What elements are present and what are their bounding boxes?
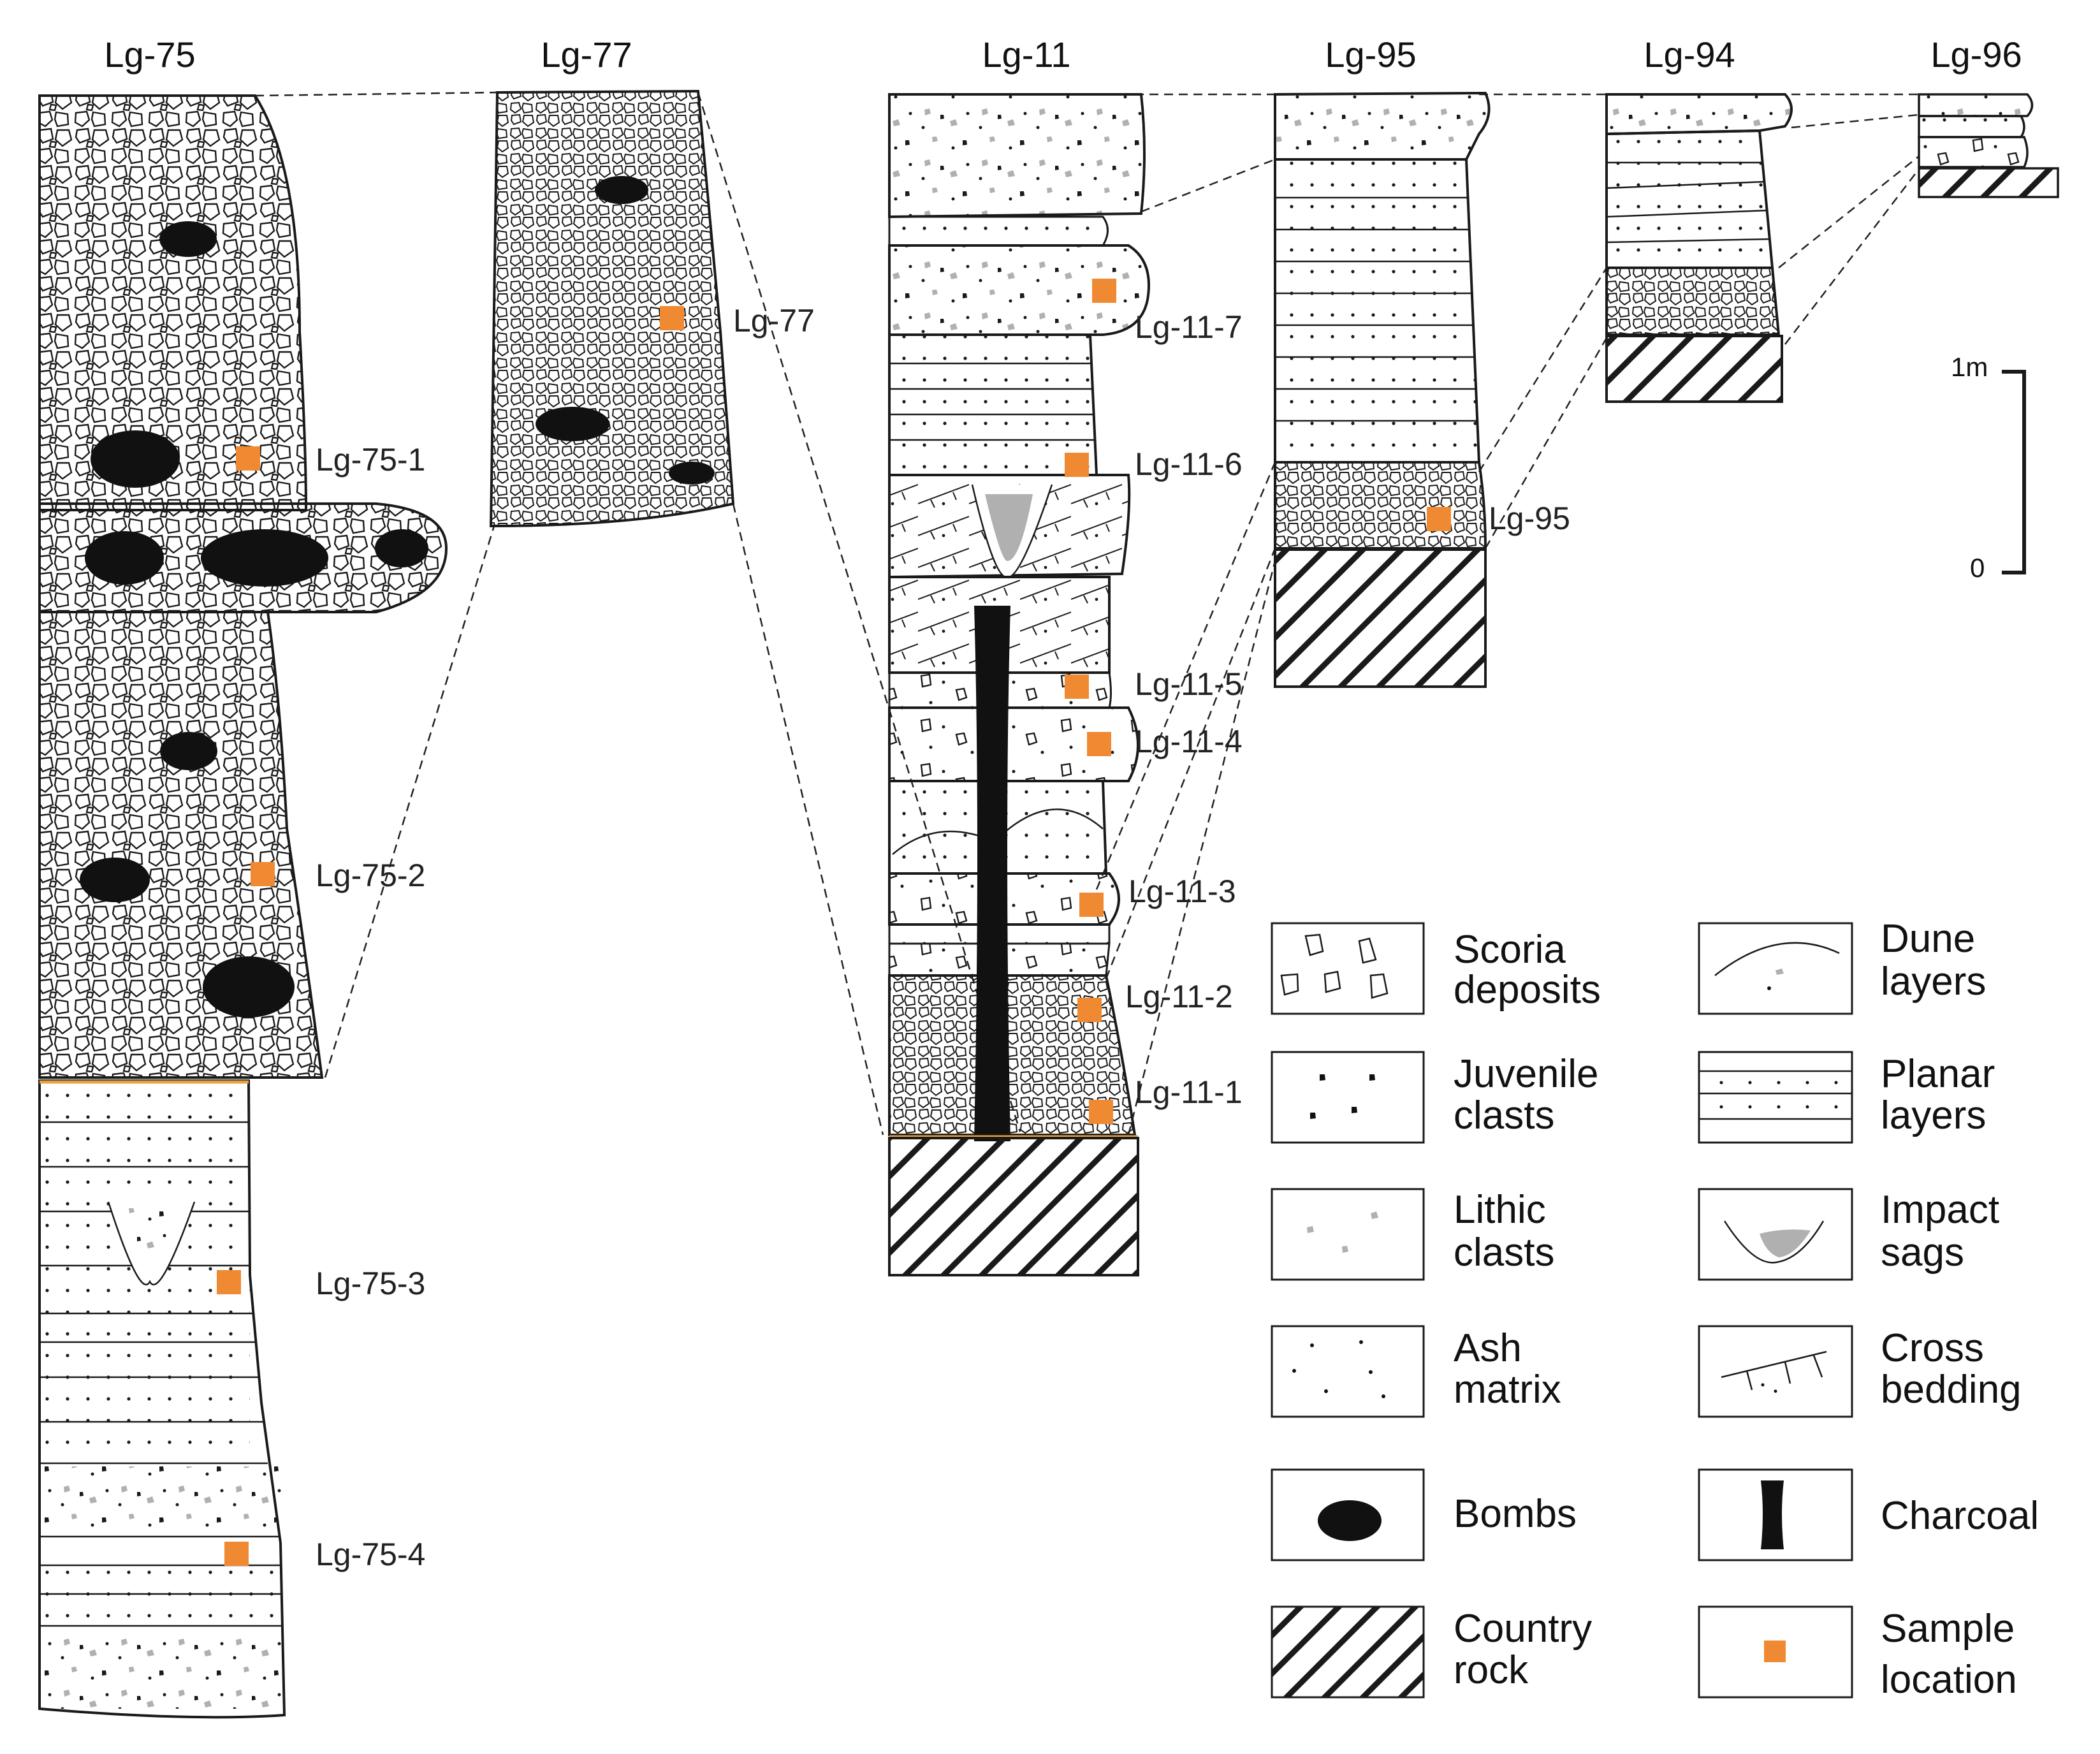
charcoal-icon: [1761, 1480, 1784, 1549]
legend-item-scoria: Scoria deposits: [1271, 922, 1601, 1015]
sample-marker: [1764, 1641, 1786, 1662]
lg-94-country-rock: [1605, 335, 1783, 403]
bomb-icon: [1318, 1500, 1382, 1541]
column-title-lg-11: Lg-11: [982, 34, 1070, 75]
legend-item-country-rock: Country rock: [1271, 1605, 1592, 1699]
legend-item-planar: Planar layers: [1698, 1051, 1995, 1144]
legend-label: matrix: [1454, 1368, 1561, 1412]
column-lg-77: [489, 89, 735, 528]
legend-label: sags: [1881, 1231, 1964, 1275]
column-lg-94: [1605, 93, 1793, 403]
sample-label: Lg-11-5: [1135, 666, 1243, 702]
sample-label: Lg-95: [1489, 501, 1570, 536]
sample-marker: [1092, 279, 1116, 303]
lg-75-upper-scoria-layer: [38, 94, 308, 511]
sample-label: Lg-75-1: [316, 442, 425, 478]
legend-label: clasts: [1454, 1093, 1554, 1137]
column-lg-96: [1918, 93, 2059, 198]
column-title-lg-94: Lg-94: [1644, 34, 1735, 75]
column-title-lg-75: Lg-75: [104, 34, 195, 75]
sample-label: Lg-11-7: [1135, 309, 1243, 345]
sample-markers: [217, 279, 1451, 1566]
column-title-lg-95: Lg-95: [1325, 34, 1416, 75]
sample-marker: [1077, 998, 1102, 1022]
legend-label: Planar: [1881, 1052, 1995, 1096]
lg-96-country-rock: [1918, 167, 2059, 198]
legend-label: Country: [1454, 1607, 1592, 1651]
sample-label: Lg-11-3: [1128, 873, 1236, 909]
legend-label: Bombs: [1454, 1492, 1577, 1536]
legend-label: rock: [1454, 1648, 1529, 1692]
sample-label: Lg-11-1: [1135, 1074, 1243, 1110]
scale-bar: 1m 0: [1951, 352, 2026, 583]
bomb-icon: [536, 176, 715, 485]
scale-label-top: 1m: [1951, 352, 1988, 382]
column-title-lg-77: Lg-77: [541, 34, 632, 75]
sample-marker: [1065, 675, 1089, 699]
legend-item-sample: Sample location: [1698, 1605, 2017, 1702]
legend-item-ash: Ash matrix: [1271, 1325, 1561, 1418]
sample-label: Lg-11-6: [1135, 446, 1243, 482]
sample-label: Lg-77: [733, 303, 815, 339]
sample-label: Lg-11-2: [1125, 979, 1233, 1014]
sample-marker: [660, 306, 684, 330]
sample-marker: [1087, 732, 1111, 756]
charcoal-icon: [974, 606, 1010, 1141]
legend-item-lithic: Lithic clasts: [1271, 1188, 1554, 1281]
legend-label: layers: [1881, 960, 1986, 1004]
legend-label: Ash: [1454, 1326, 1522, 1370]
sample-marker: [251, 862, 275, 886]
legend-label: Cross: [1881, 1326, 1984, 1370]
legend-label: deposits: [1454, 968, 1601, 1012]
legend-item-impact: Impact sags: [1698, 1188, 1999, 1281]
sample-marker: [1089, 1100, 1113, 1124]
legend-item-cross: Cross bedding: [1698, 1325, 2022, 1418]
legend-label: Scoria: [1454, 928, 1566, 972]
legend-label: layers: [1881, 1093, 1986, 1137]
scale-label-bottom: 0: [1970, 553, 1985, 583]
lg-95-country-rock: [1274, 548, 1487, 688]
legend-item-dune: Dune layers: [1698, 917, 1986, 1015]
sample-marker: [1079, 893, 1104, 917]
column-lg-95: [1274, 91, 1491, 688]
column-title-lg-96: Lg-96: [1930, 34, 2022, 75]
legend-label: Juvenile: [1454, 1052, 1598, 1096]
sample-marker: [217, 1270, 241, 1294]
column-lg-11: [888, 93, 1150, 1276]
legend-item-juvenile: Juvenile clasts: [1271, 1051, 1598, 1144]
bomb-icon: [80, 221, 428, 1018]
column-lg-75: [38, 94, 448, 1719]
legend-label: Charcoal: [1881, 1494, 2039, 1538]
legend-label: Dune: [1881, 917, 1975, 961]
lg-11-country-rock: [888, 1137, 1139, 1276]
sample-label: Lg-75-3: [316, 1266, 425, 1301]
legend-label: Lithic: [1454, 1188, 1546, 1232]
sample-marker: [236, 446, 260, 471]
sample-marker: [224, 1542, 249, 1566]
legend-label: location: [1881, 1658, 2017, 1702]
legend-label: bedding: [1881, 1368, 2022, 1412]
correlation-lines: [254, 91, 1920, 1136]
legend-label: clasts: [1454, 1231, 1554, 1275]
sample-label: Lg-75-4: [316, 1537, 425, 1572]
legend-item-bombs: Bombs: [1271, 1468, 1577, 1561]
sample-marker: [1065, 453, 1089, 477]
legend-label: Impact: [1881, 1188, 1999, 1232]
legend-label: Sample: [1881, 1607, 2015, 1651]
sample-marker: [1427, 507, 1451, 531]
lg-77-scoria-layer: [489, 89, 735, 528]
legend: Scoria deposits Juvenile clasts Lithic c…: [1271, 917, 2039, 1702]
legend-item-charcoal: Charcoal: [1698, 1468, 2039, 1561]
sample-label: Lg-11-4: [1135, 724, 1243, 759]
sample-label: Lg-75-2: [316, 858, 425, 893]
